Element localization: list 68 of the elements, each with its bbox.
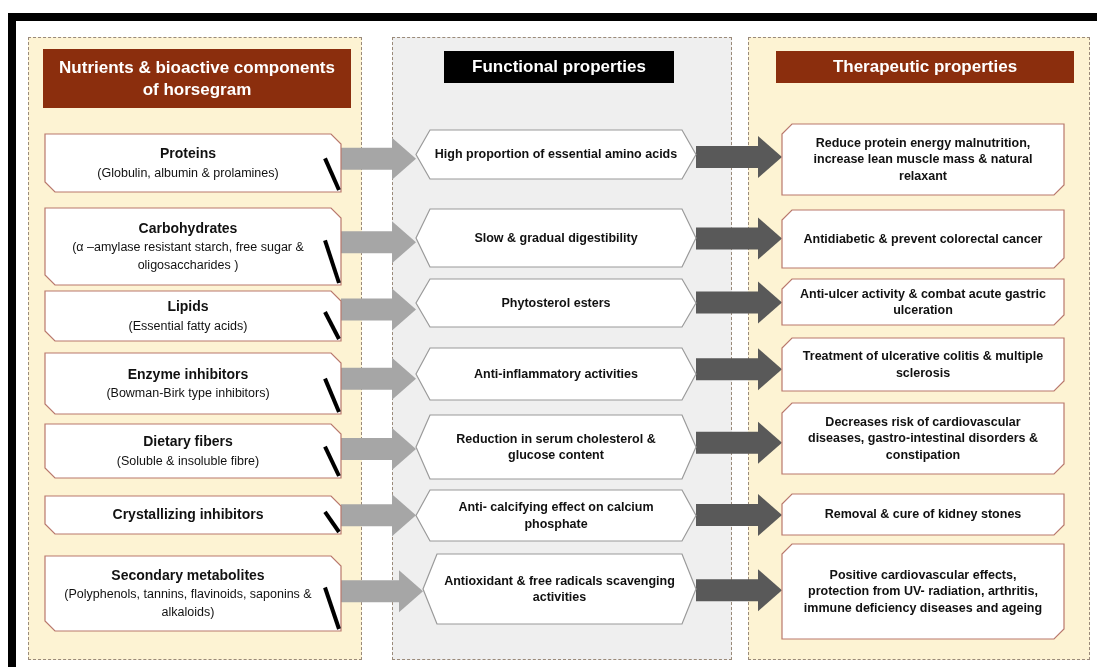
- block-arrow: [341, 137, 416, 180]
- block-arrow: [341, 494, 416, 537]
- property-box: [782, 338, 1064, 391]
- column-panel: [748, 37, 1090, 660]
- block-arrow: [696, 421, 782, 464]
- therapeutic-property: Treatment of ulcerative colitis & multiple sclerosis: [801, 348, 1045, 381]
- column-panel: [28, 37, 362, 660]
- property-box: [45, 556, 341, 631]
- property-hexagon: [423, 554, 696, 624]
- component-detail: (Soluble & insoluble fibre): [116, 452, 260, 470]
- block-arrow: [341, 221, 416, 264]
- property-box: [45, 134, 341, 192]
- functional-property: High proportion of essential amino acids: [434, 146, 678, 163]
- therapeutic-property: Reduce protein energy malnutrition, increase lean muscle mass & natural relaxant: [812, 135, 1034, 184]
- property-box: [45, 353, 341, 414]
- therapeutic-property: Positive cardiovascular effects, protection from UV- radiation, arthritis, immune deficiency diseases and ageing: [802, 567, 1044, 616]
- property-hexagon: [416, 415, 696, 479]
- block-arrow: [341, 570, 423, 613]
- therapeutic-property: Antidiabetic & prevent colorectal cancer: [803, 230, 1043, 248]
- functional-property: Anti- calcifying effect on calcium phosphate: [457, 499, 655, 532]
- property-box: [782, 210, 1064, 268]
- property-hexagon: [416, 279, 696, 327]
- property-hexagon: [416, 209, 696, 267]
- component-detail: (Bowman-Birk type inhibitors): [106, 385, 270, 403]
- component-name: Dietary fibers: [143, 432, 233, 452]
- block-arrow: [696, 217, 782, 260]
- component-name: Crystallizing inhibitors: [112, 505, 264, 525]
- property-box: [45, 496, 341, 534]
- block-arrow: [696, 136, 782, 178]
- property-box: [782, 124, 1064, 195]
- column-panel: [392, 37, 732, 660]
- block-arrow: [341, 288, 416, 331]
- block-arrow: [696, 348, 782, 391]
- property-hexagon: [416, 490, 696, 541]
- block-arrow: [696, 569, 782, 612]
- component-detail: (Polyphenols, tannins, flavinoids, saponins & alkaloids): [63, 586, 313, 622]
- functional-property: Phytosterol esters: [501, 294, 611, 312]
- functional-property: Anti-inflammatory activities: [474, 365, 638, 383]
- functional-property: Slow & gradual digestibility: [474, 229, 638, 247]
- functional-property: Reduction in serum cholesterol & glucose content: [455, 430, 657, 464]
- component-name: Lipids: [167, 297, 209, 317]
- column-heading: Therapeutic properties: [776, 51, 1074, 83]
- component-name: Enzyme inhibitors: [127, 364, 249, 384]
- property-hexagon: [416, 348, 696, 400]
- component-name: Proteins: [160, 144, 216, 164]
- block-arrow: [696, 494, 782, 536]
- property-box: [782, 494, 1064, 535]
- property-box: [45, 291, 341, 341]
- component-name: Carbohydrates: [138, 218, 238, 238]
- property-hexagon: [416, 130, 696, 179]
- component-detail: (α –amylase resistant starch, free sugar & oligosaccharides ): [71, 239, 305, 275]
- therapeutic-property: Anti-ulcer activity & combat acute gastric ulceration: [799, 285, 1047, 319]
- column-heading: Functional properties: [444, 51, 674, 83]
- component-detail: (Essential fatty acids): [128, 317, 248, 335]
- column-heading: Nutrients & bioactive components of horsegram: [43, 49, 351, 108]
- component-name: Secondary metabolites: [111, 565, 265, 585]
- property-box: [45, 424, 341, 478]
- property-box: [782, 279, 1064, 325]
- block-arrow: [696, 281, 782, 324]
- property-box: [782, 403, 1064, 474]
- property-box: [782, 544, 1064, 639]
- functional-property: Antioxidant & free radicals scavenging activities: [443, 572, 676, 606]
- therapeutic-property: Decreases risk of cardiovascular diseases, gastro-intestinal disorders & constipation: [807, 414, 1039, 463]
- therapeutic-property: Removal & cure of kidney stones: [824, 506, 1022, 523]
- component-detail: (Globulin, albumin & prolamines): [97, 164, 279, 182]
- property-box: [45, 208, 341, 285]
- block-arrow: [341, 357, 416, 400]
- block-arrow: [341, 428, 416, 470]
